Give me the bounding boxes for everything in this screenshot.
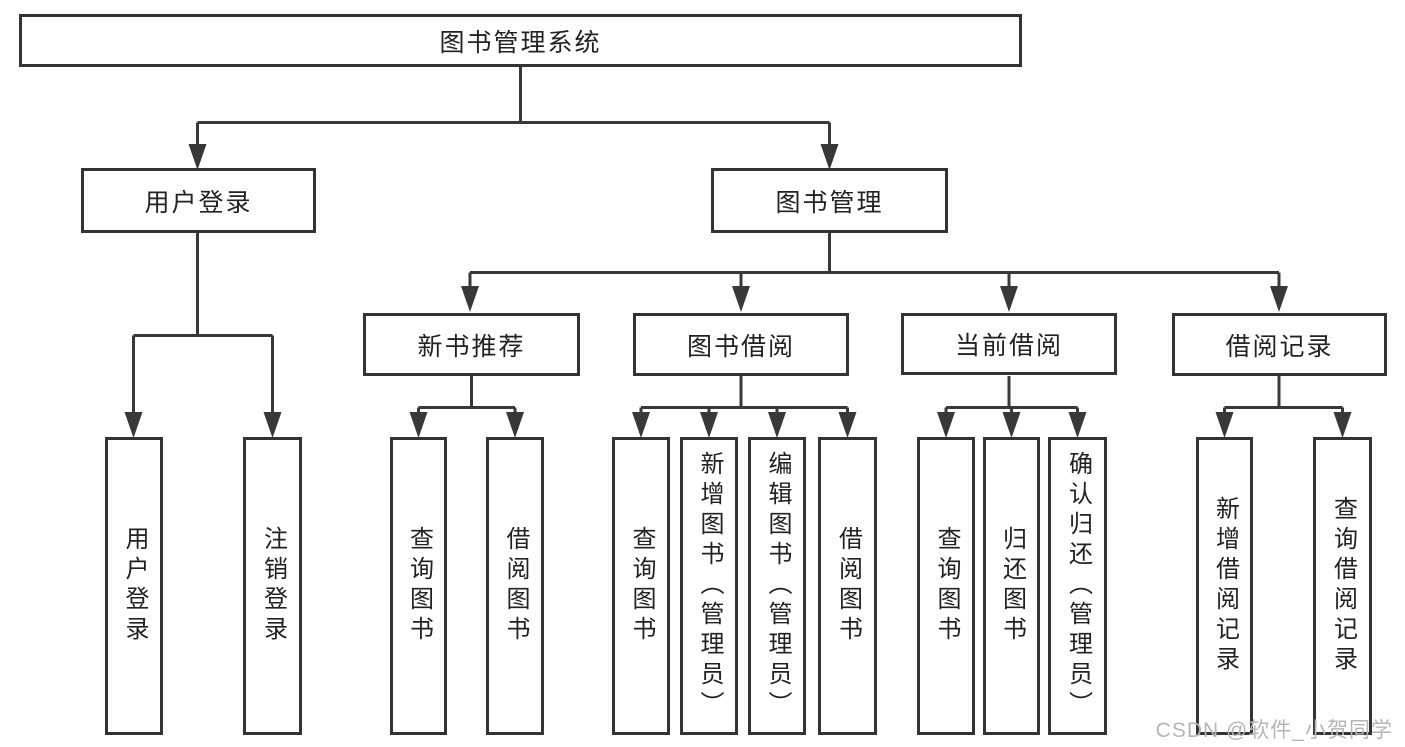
node-borrow-records: 借阅记录	[1172, 313, 1387, 376]
node-current-borrow: 当前借阅	[901, 313, 1117, 375]
node-user-login: 用户登录	[81, 168, 316, 233]
leaf-logout: 注销登录	[243, 437, 302, 735]
leaf-bb-borrow-books: 借阅图书	[818, 437, 877, 735]
leaf-bb-query-books: 查询图书	[612, 437, 670, 735]
watermark: CSDN @软件_小贺同学	[1155, 719, 1393, 742]
leaf-user-login: 用户登录	[105, 437, 163, 735]
leaf-nbr-query-books: 查询图书	[390, 437, 447, 735]
leaf-cb-confirm-return-admin: 确认归还（管理员）	[1048, 437, 1107, 735]
leaf-br-query-record: 查询借阅记录	[1313, 437, 1372, 735]
node-book-borrow: 图书借阅	[633, 313, 849, 376]
leaf-bb-edit-book-admin: 编辑图书（管理员）	[748, 437, 806, 735]
node-root: 图书管理系统	[19, 14, 1022, 67]
node-new-book-recommend: 新书推荐	[363, 313, 580, 376]
leaf-nbr-borrow-books: 借阅图书	[486, 437, 544, 735]
leaf-bb-add-book-admin: 新增图书（管理员）	[680, 437, 738, 735]
node-book-management: 图书管理	[711, 168, 948, 233]
leaf-cb-query-books: 查询图书	[917, 437, 975, 735]
leaf-br-add-record: 新增借阅记录	[1196, 437, 1253, 735]
leaf-cb-return-books: 归还图书	[983, 437, 1040, 735]
